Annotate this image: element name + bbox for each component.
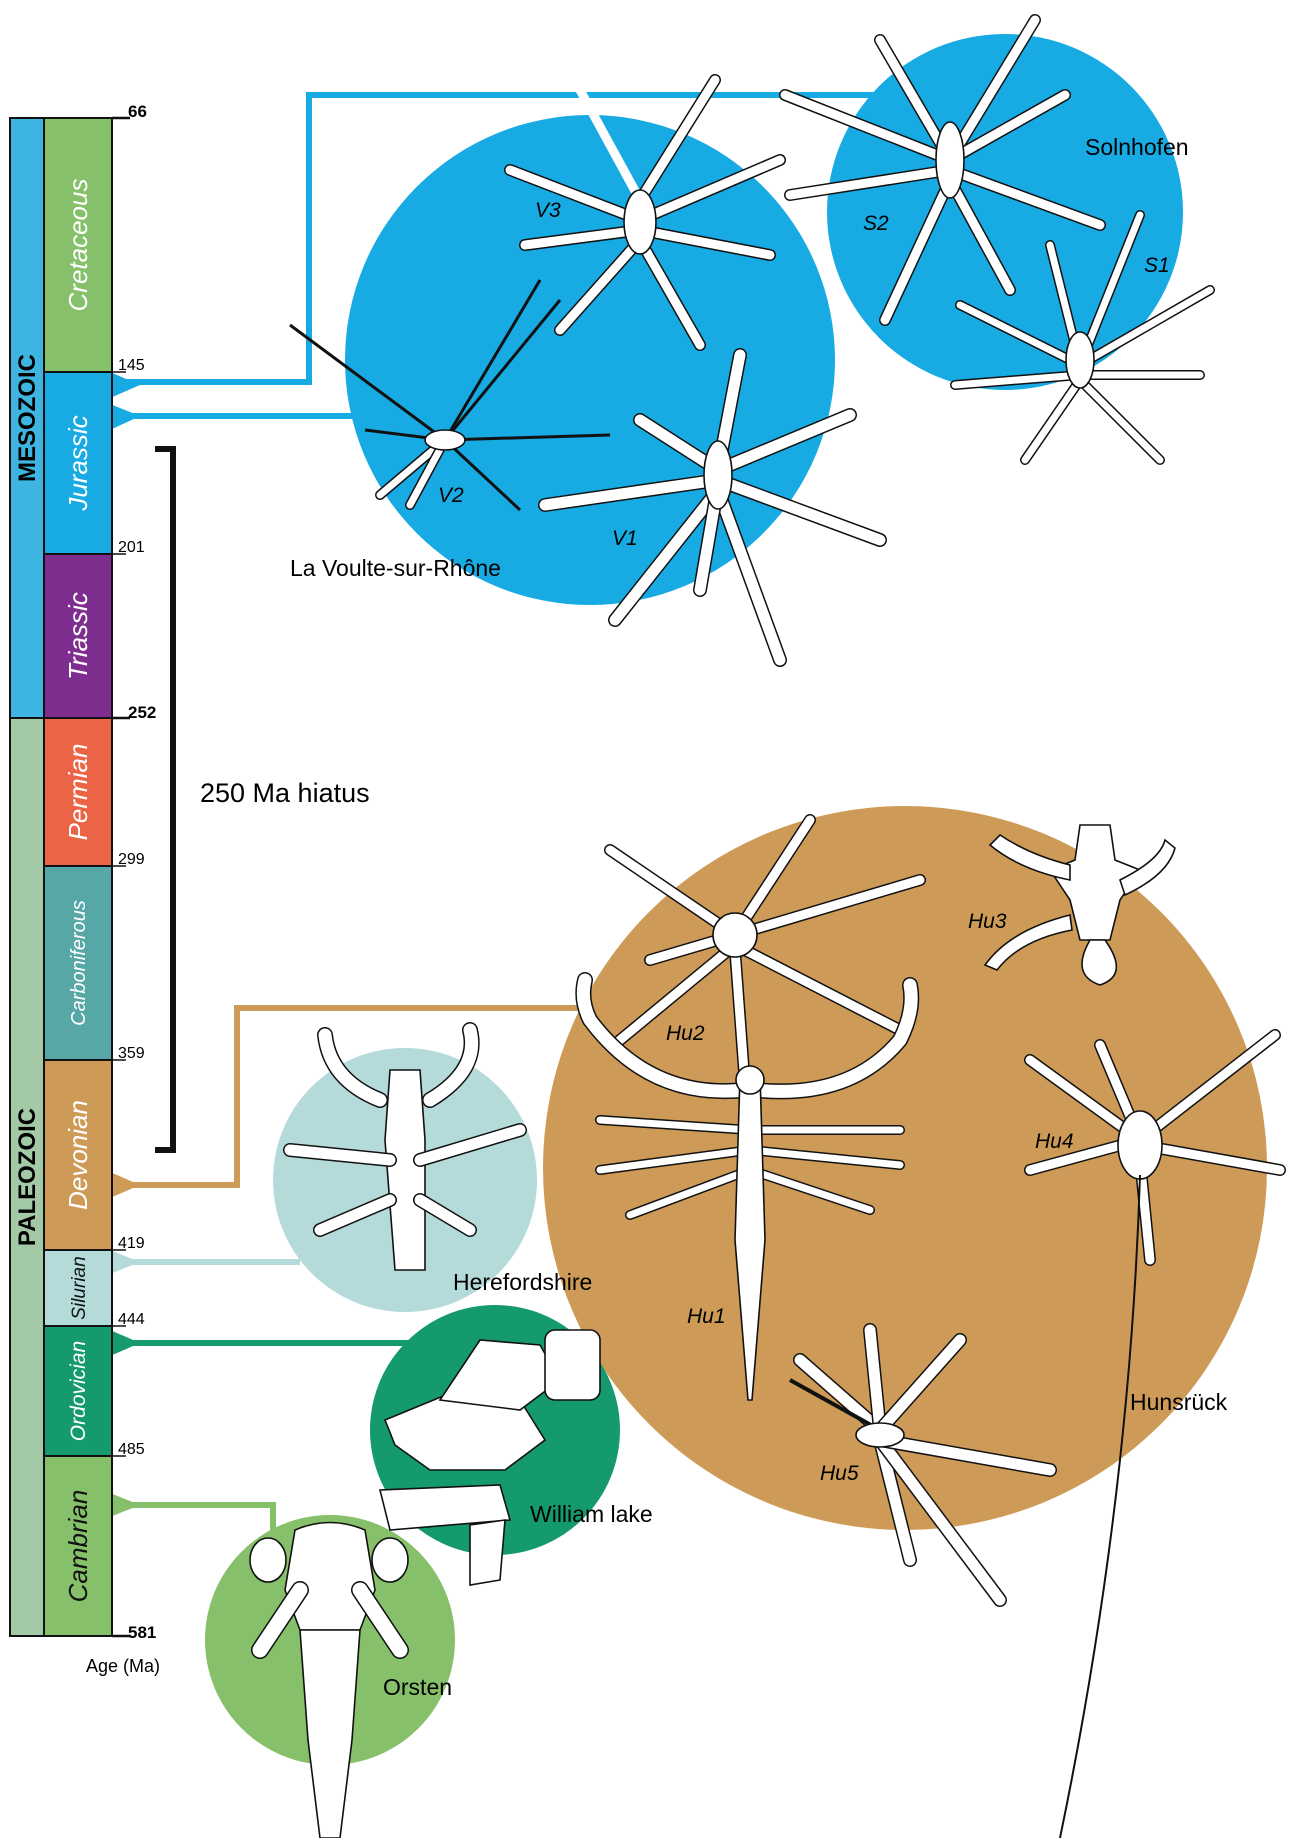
- period-label-silurian: Silurian: [69, 1256, 90, 1319]
- age-label: 485: [118, 1441, 145, 1458]
- age-label: 145: [118, 357, 145, 374]
- site-label-orsten: Orsten: [383, 1674, 452, 1700]
- connector-hunsruck-wedge: [110, 1172, 140, 1198]
- specimen-label: S2: [863, 212, 889, 235]
- connector-herefordshire-wedge: [110, 1250, 140, 1274]
- era-label-mesozoic: MESOZOIC: [14, 354, 41, 482]
- connector-orsten-wedge: [110, 1493, 140, 1517]
- age-label: 444: [118, 1311, 145, 1328]
- specimen-label: Hu4: [1035, 1130, 1074, 1153]
- specimen-label: V3: [535, 199, 561, 222]
- age-label: 201: [118, 539, 145, 556]
- age-label: 359: [118, 1045, 145, 1062]
- site-label-herefordshire: Herefordshire: [453, 1269, 592, 1295]
- hiatus-label: 250 Ma hiatus: [200, 778, 370, 808]
- age-label: 299: [118, 851, 145, 868]
- site-label-hunsruck: Hunsrück: [1130, 1389, 1228, 1415]
- age-label: 581: [128, 1623, 156, 1642]
- period-label-cambrian: Cambrian: [63, 1490, 93, 1603]
- age-label: 66: [128, 102, 147, 121]
- axis-label: Age (Ma): [86, 1656, 160, 1676]
- specimen-label: Hu1: [687, 1305, 726, 1328]
- connector-williamlake-wedge: [110, 1330, 140, 1356]
- specimen-label: V1: [612, 527, 638, 550]
- connector-orsten: [120, 1505, 273, 1540]
- age-label: 419: [118, 1235, 145, 1252]
- site-label-solnhofen: Solnhofen: [1085, 134, 1189, 160]
- site-circle-lavoulte: [345, 115, 835, 605]
- specimen-label: S1: [1144, 254, 1170, 277]
- period-label-cretaceous: Cretaceous: [63, 179, 93, 312]
- age-label: 252: [128, 703, 156, 722]
- period-label-devonian: Devonian: [63, 1100, 93, 1210]
- specimen-label: Hu5: [820, 1462, 859, 1485]
- site-label-williamlake: William lake: [530, 1501, 653, 1527]
- period-label-carboniferous: Carboniferous: [68, 900, 90, 1026]
- specimen-label: Hu3: [968, 910, 1007, 933]
- era-label-paleozoic: PALEOZOIC: [14, 1108, 41, 1246]
- specimen-label: V2: [438, 484, 464, 507]
- period-label-permian: Permian: [63, 744, 93, 841]
- period-label-triassic: Triassic: [63, 592, 93, 680]
- connector-lavoulte-wedge: [110, 404, 140, 430]
- stratigraphic-column: 66 145 201 252 299 359 419 444 485 581 M…: [10, 102, 160, 1676]
- period-label-ordovician: Ordovician: [67, 1341, 90, 1441]
- connector-solnhofen-wedge: [110, 372, 140, 398]
- specimen-label: Hu2: [666, 1022, 705, 1045]
- period-label-jurassic: Jurassic: [63, 415, 93, 511]
- site-label-lavoulte: La Voulte-sur-Rhône: [290, 555, 501, 581]
